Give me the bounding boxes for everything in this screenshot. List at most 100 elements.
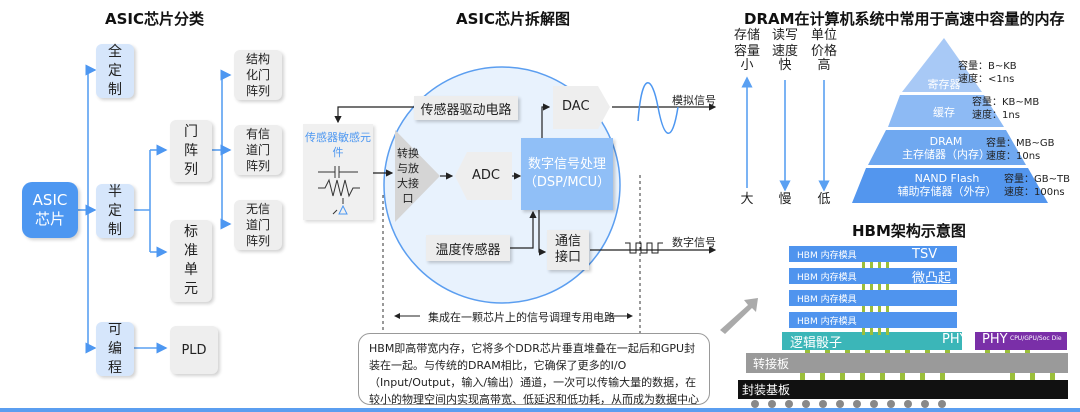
- pyramid-register-label: 寄存器: [927, 78, 961, 91]
- sensor-element-box: 传感器敏感元件: [303, 124, 373, 220]
- pyramid-nand-line2: 辅助存储器（外存）: [897, 185, 997, 198]
- micro-bump-label: 微凸起: [912, 271, 952, 286]
- node-gate-array: 门阵列: [170, 120, 212, 182]
- dram-title: DRAM在计算机系统中常用于高速中容量的内存: [744, 10, 1065, 28]
- micro-bumps: [800, 373, 1055, 380]
- pyramid-level-dram: [868, 130, 1026, 165]
- bottom-accent-line: [0, 408, 1080, 412]
- comm-interface-label: 通信接口: [554, 234, 581, 265]
- node-structured-gate-array: 结构化门阵列: [234, 50, 282, 100]
- node-semi-custom: 半定制: [96, 184, 134, 238]
- sensor-driver-box: 传感器驱动电路: [414, 96, 518, 120]
- asic-breakdown-title: ASIC芯片拆解图: [456, 10, 571, 28]
- node-pld: PLD: [170, 326, 218, 374]
- analog-sine-wave: [637, 82, 679, 134]
- pyramid-nand-label: NAND Flash 辅助存储器（外存）: [872, 172, 1022, 198]
- cache-capacity: 容量：KB~MB: [972, 97, 1040, 108]
- solder-balls: [751, 400, 946, 408]
- dsp-mcu-box: 数字信号处理（DSP/MCU）: [521, 138, 613, 210]
- pyramid-level-register: [902, 38, 982, 92]
- pyramid-level-nand: [852, 168, 1048, 203]
- arrow-dsp-to-dac: [541, 103, 551, 138]
- hbm-layer-4-label: HBM 内存模具: [797, 316, 857, 327]
- substrate-layer: [738, 380, 1068, 399]
- column-header-speed: 读写速度: [771, 28, 798, 59]
- die-bumps: [805, 350, 1030, 353]
- capacity-bottom-label: 大: [740, 192, 754, 207]
- soc-die-label: CPU/GPU/Soc Die: [1010, 335, 1062, 342]
- asic-root-node: ASIC芯片: [22, 182, 78, 238]
- analog-signal-label: 模拟信号: [672, 94, 716, 107]
- asic-classification-title: ASIC芯片分类: [105, 10, 205, 28]
- column-header-price: 单位价格: [810, 28, 837, 59]
- cache-specs: 容量：KB~MB 速度：1ns: [972, 96, 1039, 122]
- dac-shape: [553, 86, 610, 129]
- interposer-label: 转接板: [753, 357, 790, 371]
- price-top-label: 高: [817, 58, 831, 73]
- pyramid-level-cache: [888, 95, 1004, 127]
- hbm-layer-3-label: HBM 内存模具: [797, 294, 857, 305]
- sensor-driver-label: 传感器驱动电路: [420, 102, 512, 118]
- node-standard-cell: 标准单元: [170, 220, 212, 302]
- node-semi-custom-label: 半定制: [108, 183, 122, 238]
- dram-capacity: 容量：MB~GB: [986, 138, 1055, 149]
- hbm-layer-1-label: HBM 内存模具: [797, 250, 857, 261]
- price-bottom-label: 低: [817, 192, 831, 207]
- dsp-mcu-label: 数字信号处理（DSP/MCU）: [523, 157, 611, 190]
- dac-label: DAC: [562, 99, 590, 114]
- temp-sensor-box: 温度传感器: [426, 235, 510, 261]
- speed-top-label: 快: [778, 58, 792, 73]
- logic-die-label: 逻辑骰子: [790, 336, 843, 351]
- hbm-description-note: HBM即高带宽内存，它将多个DDR芯片垂直堆叠在一起后和GPU封装在一起。与传统…: [358, 333, 710, 412]
- dram-speed: 速度：10ns: [986, 151, 1041, 162]
- node-channeled-gate-array: 有信道门阵列: [234, 125, 282, 175]
- node-structured-gate-array-label: 结构化门阵列: [245, 52, 270, 98]
- logic-die-layer: [782, 332, 962, 350]
- phy-left-label: PHY: [942, 332, 968, 347]
- hbm-layer-2: HBM 内存模具: [789, 268, 957, 284]
- digital-square-wave: [625, 242, 663, 254]
- node-standard-cell-label: 标准单元: [184, 224, 198, 297]
- tsv-label: TSV: [912, 247, 938, 262]
- temp-sensor-label: 温度传感器: [435, 242, 501, 258]
- comm-interface-box: 通信接口: [547, 230, 589, 270]
- asic-root-label: ASIC芯片: [32, 191, 68, 228]
- pyramid-dram-label: DRAM 主存储器（内存）: [882, 135, 1010, 161]
- arrow-driver-to-sensor: [334, 106, 414, 124]
- asic-tree-connectors: [78, 64, 232, 354]
- adc-label: ADC: [472, 168, 500, 183]
- hbm-layer-1: HBM 内存模具: [789, 246, 957, 262]
- hbm-layer-3: HBM 内存模具: [789, 290, 957, 306]
- amp-interface-label: 转换与放大接口: [397, 147, 419, 205]
- register-capacity: 容量：B~KB: [958, 61, 1017, 72]
- pyramid-dram-line2: 主存储器（内存）: [902, 148, 990, 161]
- integration-label: 集成在一颗芯片上的信号调理专用电路: [428, 311, 615, 324]
- digital-signal-label: 数字信号: [672, 236, 716, 249]
- phy-right-label: PHY: [982, 332, 1008, 347]
- interposer-layer: [746, 353, 1068, 373]
- node-channeled-gate-array-label: 有信道门阵列: [245, 127, 270, 173]
- hbm-layer-4: HBM 内存模具: [789, 312, 957, 328]
- substrate-label: 封装基板: [742, 383, 791, 397]
- column-header-capacity: 存储容量: [733, 28, 760, 59]
- arrow-dsp-to-comm: [538, 210, 547, 256]
- cache-speed: 速度：1ns: [972, 110, 1020, 121]
- adc-shape: [455, 152, 512, 200]
- node-gate-array-label: 门阵列: [184, 123, 198, 178]
- node-full-custom-label: 全定制: [108, 43, 122, 98]
- node-full-custom: 全定制: [96, 44, 134, 98]
- hbm-description-text: HBM即高带宽内存，它将多个DDR芯片垂直堆叠在一起后和GPU封装在一起。与传统…: [369, 342, 699, 412]
- node-programmable: 可编程: [96, 322, 134, 376]
- sensor-element-label: 传感器敏感元件: [305, 131, 371, 159]
- nand-speed: 速度：100ns: [1004, 187, 1065, 198]
- speed-bottom-label: 慢: [778, 192, 792, 207]
- capacity-top-label: 小: [740, 58, 754, 73]
- hbm-architecture-title: HBM架构示意图: [852, 222, 966, 240]
- sensor-circuit-icon: [318, 166, 360, 215]
- nand-specs: 容量：GB~TB 速度：100ns: [1004, 173, 1070, 199]
- pyramid-nand-line1: NAND Flash: [914, 172, 980, 185]
- pyramid-cache-label: 缓存: [933, 106, 955, 119]
- node-pld-label: PLD: [181, 342, 207, 358]
- node-channelless-gate-array-label: 无信道门阵列: [245, 202, 270, 248]
